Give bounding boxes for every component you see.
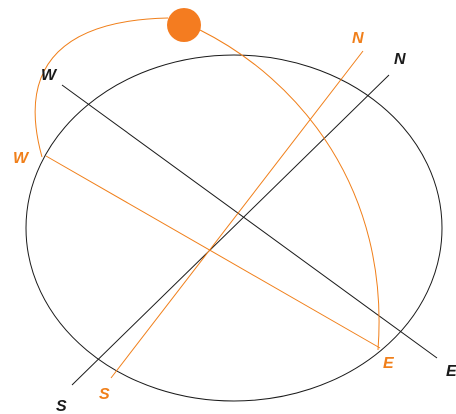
- label-south-black: S: [56, 398, 67, 414]
- west-east-line-black: [61, 84, 438, 359]
- label-west-black: W: [41, 67, 58, 84]
- sun-path-arc-west: [34, 17, 169, 158]
- south-north-line-orange: [110, 50, 364, 379]
- horizon-circle: [25, 54, 443, 402]
- label-south-orange: S: [99, 386, 110, 403]
- label-north-black: N: [394, 51, 406, 68]
- label-east-black: E: [446, 363, 456, 380]
- south-north-line-black: [71, 74, 390, 386]
- label-north-orange: N: [352, 30, 364, 47]
- sun: [167, 8, 201, 42]
- label-west-orange: W: [13, 150, 30, 167]
- west-east-line-orange: [45, 155, 381, 349]
- label-east-orange: E: [383, 355, 395, 372]
- sun-path-arc-east: [199, 29, 380, 351]
